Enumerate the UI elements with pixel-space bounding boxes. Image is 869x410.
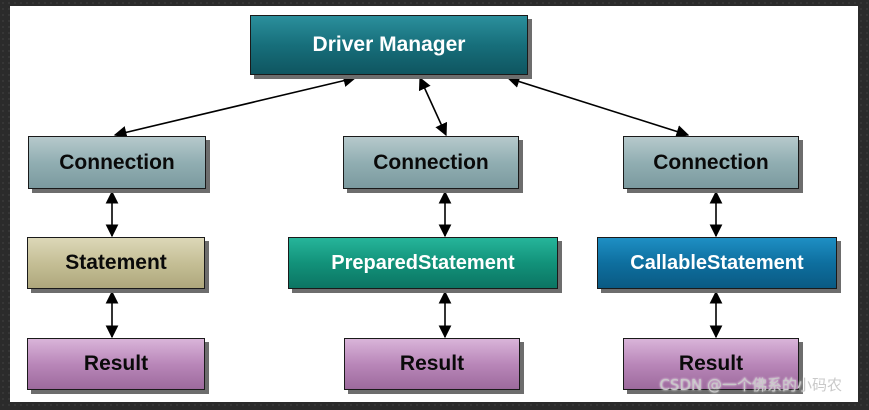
edge-driver-manager-connection-3 bbox=[506, 75, 690, 138]
driver-manager-node: Driver Manager bbox=[250, 15, 528, 75]
connection-label-1: Connection bbox=[59, 150, 175, 174]
diagram-canvas: Driver Manager Connection Connection Con… bbox=[10, 6, 858, 402]
connection-node-3: Connection bbox=[623, 136, 799, 189]
result-label-2: Result bbox=[399, 352, 465, 375]
result-node-2: Result bbox=[344, 338, 520, 390]
callable-statement-label: CallableStatement bbox=[630, 251, 804, 274]
edge-driver-manager-connection-2 bbox=[418, 76, 448, 137]
edges-layer bbox=[105, 74, 723, 339]
result-node-1: Result bbox=[27, 338, 205, 390]
prepared-statement-label: PreparedStatement bbox=[331, 251, 515, 274]
connection-node-2: Connection bbox=[343, 136, 519, 189]
watermark-text: CSDN @一个佛系的小码农 bbox=[659, 376, 842, 394]
statement-node: Statement bbox=[27, 237, 205, 289]
prepared-statement-node: PreparedStatement bbox=[288, 237, 558, 289]
statement-label: Statement bbox=[65, 251, 167, 274]
connection-label-3: Connection bbox=[653, 150, 769, 174]
driver-manager-label: Driver Manager bbox=[312, 33, 466, 56]
result-label-1: Result bbox=[83, 352, 149, 375]
connection-label-2: Connection bbox=[373, 150, 489, 174]
connection-node-1: Connection bbox=[28, 136, 206, 189]
callable-statement-node: CallableStatement bbox=[597, 237, 837, 289]
edge-driver-manager-connection-1 bbox=[113, 74, 357, 139]
result-label-3: Result bbox=[678, 352, 744, 375]
